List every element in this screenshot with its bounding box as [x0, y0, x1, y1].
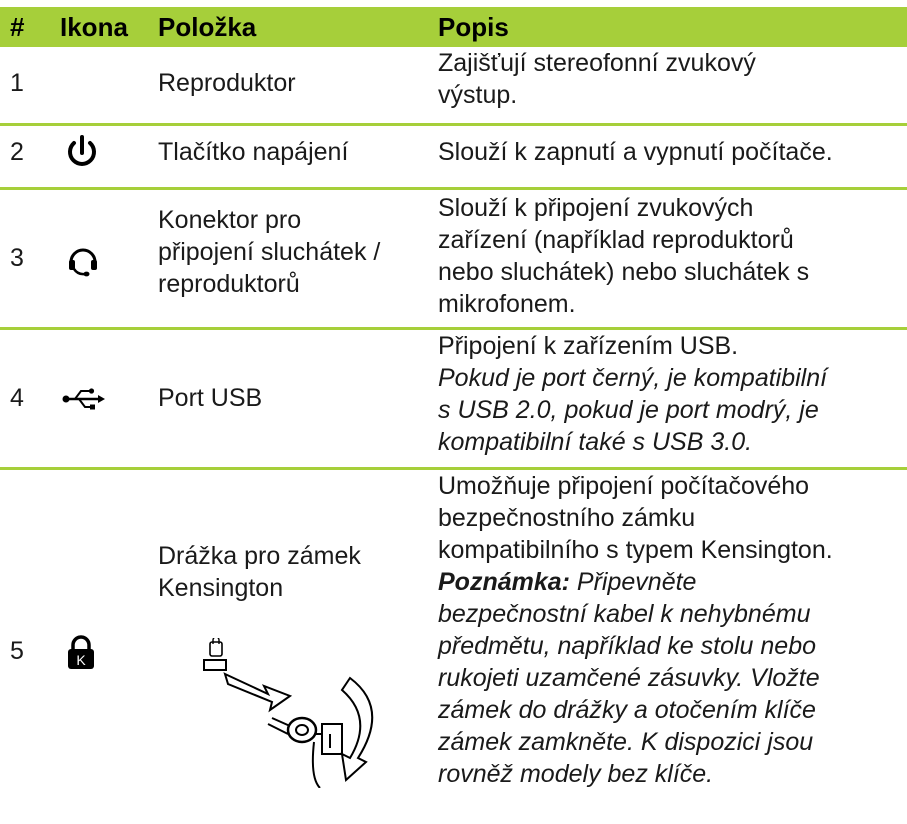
desc-line: Umožňuje připojení počítačového — [438, 472, 810, 500]
row-divider — [0, 187, 907, 190]
note-line: zámek zamkněte. K dispozici jsou — [438, 728, 814, 756]
header-item: Položka — [158, 12, 257, 42]
item-line: reproduktorů — [158, 270, 300, 298]
desc-line: bezpečnostního zámku — [438, 504, 696, 532]
item-line: Drážka pro zámek — [158, 542, 361, 570]
desc-line: Slouží k připojení zvukových — [438, 194, 754, 222]
row-description: Umožňuje připojení počítačového bezpečno… — [438, 470, 907, 790]
row-item: Port USB — [158, 384, 263, 412]
desc-line: výstup. — [438, 81, 518, 109]
row-number: 4 — [10, 384, 24, 412]
row-divider — [0, 467, 907, 470]
note-line: rovněž modely bez klíče. — [438, 760, 714, 788]
kensington-lock-illustration — [203, 638, 374, 788]
row-item: Reproduktor — [158, 69, 296, 97]
row-description: Slouží k připojení zvukových zařízení (n… — [438, 192, 907, 320]
note-line: bezpečnostní kabel k nehybnému — [438, 600, 811, 628]
headset-icon — [69, 248, 97, 277]
item-line: připojení sluchátek / — [158, 238, 381, 266]
note-line: předmětu, například ke stolu nebo — [438, 632, 817, 660]
desc-line: zařízení (například reproduktorů — [438, 226, 794, 254]
svg-text:K: K — [76, 652, 86, 668]
note-text: Připevněte — [569, 568, 697, 596]
row-description: Zajišťují stereofonní zvukový výstup. — [438, 47, 907, 111]
header-num: # — [10, 12, 25, 42]
item-line: Kensington — [158, 574, 284, 602]
row-description: Slouží k zapnutí a vypnutí počítače. — [438, 138, 833, 166]
row-item: Drážka pro zámek Kensington — [158, 540, 428, 604]
desc-line: kompatibilního s typem Kensington. — [438, 536, 833, 564]
row-item: Konektor pro připojení sluchátek / repro… — [158, 204, 428, 300]
header-icon: Ikona — [60, 12, 128, 42]
table-row: 4 Port USB Připojení k zařízením USB. Po… — [0, 330, 907, 467]
item-line: Konektor pro — [158, 206, 302, 234]
desc-italic-line: Pokud je port černý, je kompatibilní — [438, 364, 828, 392]
row-number: 5 — [10, 637, 24, 665]
row-description: Připojení k zařízením USB. Pokud je port… — [438, 330, 907, 458]
desc-italic-line: kompatibilní také s USB 3.0. — [438, 428, 753, 456]
table-row: 1 Reproduktor Zajišťují stereofonní zvuk… — [0, 47, 907, 122]
desc-line: Zajišťují stereofonní zvukový — [438, 49, 756, 77]
row-number: 2 — [10, 138, 24, 166]
row-number: 1 — [10, 69, 24, 97]
table-row: 2 Tlačítko napájení Slouží k zapnutí a v… — [0, 126, 907, 182]
note-line: rukojeti uzamčené zásuvky. Vložte — [438, 664, 820, 692]
table-row: 3 Konektor pro připojení sluchátek / rep… — [0, 190, 907, 325]
desc-line: mikrofonem. — [438, 290, 576, 318]
desc-line: nebo sluchátek) nebo sluchátek s — [438, 258, 810, 286]
note-first-line: Poznámka: Připevněte — [438, 566, 907, 598]
row-divider — [0, 327, 907, 330]
table-header: # Ikona Položka Popis — [0, 7, 907, 47]
note-label: Poznámka: — [438, 568, 570, 596]
row-item: Tlačítko napájení — [158, 138, 349, 166]
table-row: 5 K Drážka pro zámek Kensington — [0, 470, 907, 824]
header-desc: Popis — [438, 12, 509, 42]
note-line: zámek do drážky a otočením klíče — [438, 696, 816, 724]
kensington-lock-icon: K — [68, 635, 94, 669]
desc-line: Připojení k zařízením USB. — [438, 332, 739, 360]
row-number: 3 — [10, 244, 24, 272]
row-divider — [0, 123, 907, 126]
usb-icon — [62, 388, 105, 410]
power-icon — [68, 135, 96, 166]
desc-italic-line: s USB 2.0, pokud je port modrý, je — [438, 396, 819, 424]
